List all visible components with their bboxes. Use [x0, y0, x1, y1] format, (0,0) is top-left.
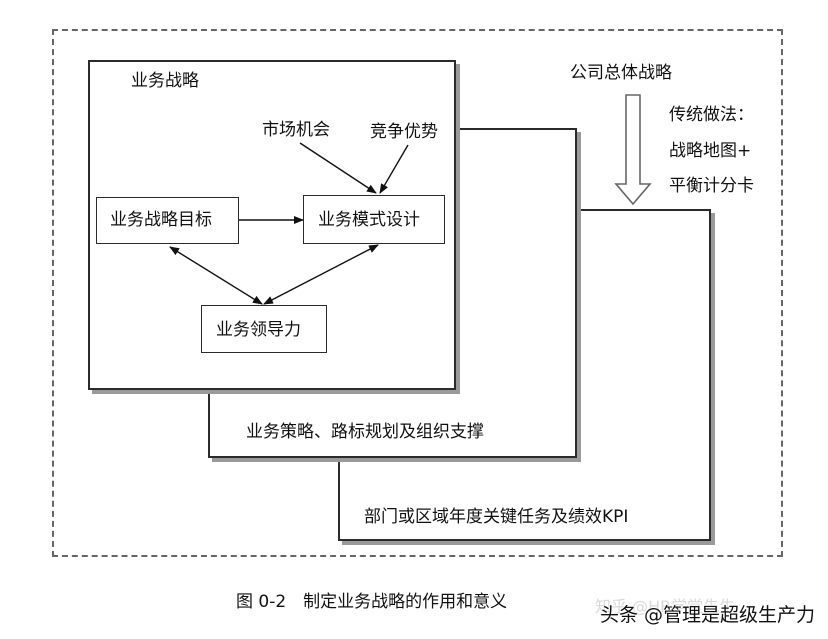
kpi-text: 部门或区域年度关键任务及绩效KPI: [364, 507, 629, 527]
traditional-method-line1: 传统做法：: [669, 105, 754, 125]
big-down-arrow: [614, 94, 652, 206]
competitive-advantage-label: 竞争优势: [370, 122, 438, 142]
arrow-goal-leadership: [169, 246, 263, 305]
business-strategy-title: 业务战略: [131, 71, 199, 91]
leadership-text: 业务领导力: [216, 320, 301, 340]
watermark-ghost: 知乎 @HR学堂先生: [595, 597, 736, 616]
traditional-method-line3: 平衡计分卡: [669, 176, 754, 196]
business-model-box: [303, 195, 445, 244]
strategy-support-text: 业务策略、路标规划及组织支撑: [246, 422, 484, 442]
arrow-leadership-model: [263, 244, 379, 305]
leadership-box: [201, 305, 327, 353]
strategy-goal-text: 业务战略目标: [110, 210, 212, 230]
watermark-text: 头条 @管理是超级生产力: [600, 604, 816, 626]
arrow-market-to-model: [299, 142, 377, 194]
strategy-goal-box: [96, 197, 239, 244]
outer-dashed-frame: [52, 29, 783, 557]
company-strategy-label: 公司总体战略: [570, 63, 672, 83]
arrow-advantage-to-model: [379, 144, 409, 194]
figure-caption: 图 0-2 制定业务战略的作用和意义: [236, 592, 508, 612]
market-opportunity-label: 市场机会: [262, 120, 330, 140]
business-model-text: 业务模式设计: [318, 210, 420, 230]
traditional-method-line2: 战略地图+: [669, 141, 752, 161]
